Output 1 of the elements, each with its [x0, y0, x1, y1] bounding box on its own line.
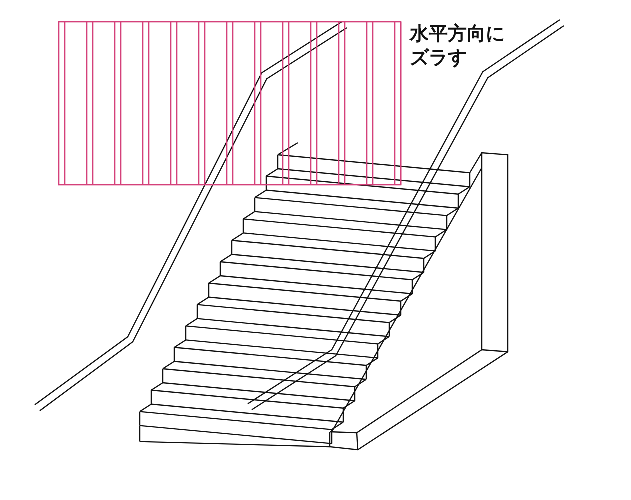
annotation-text: 水平方向にズラす — [410, 22, 506, 70]
